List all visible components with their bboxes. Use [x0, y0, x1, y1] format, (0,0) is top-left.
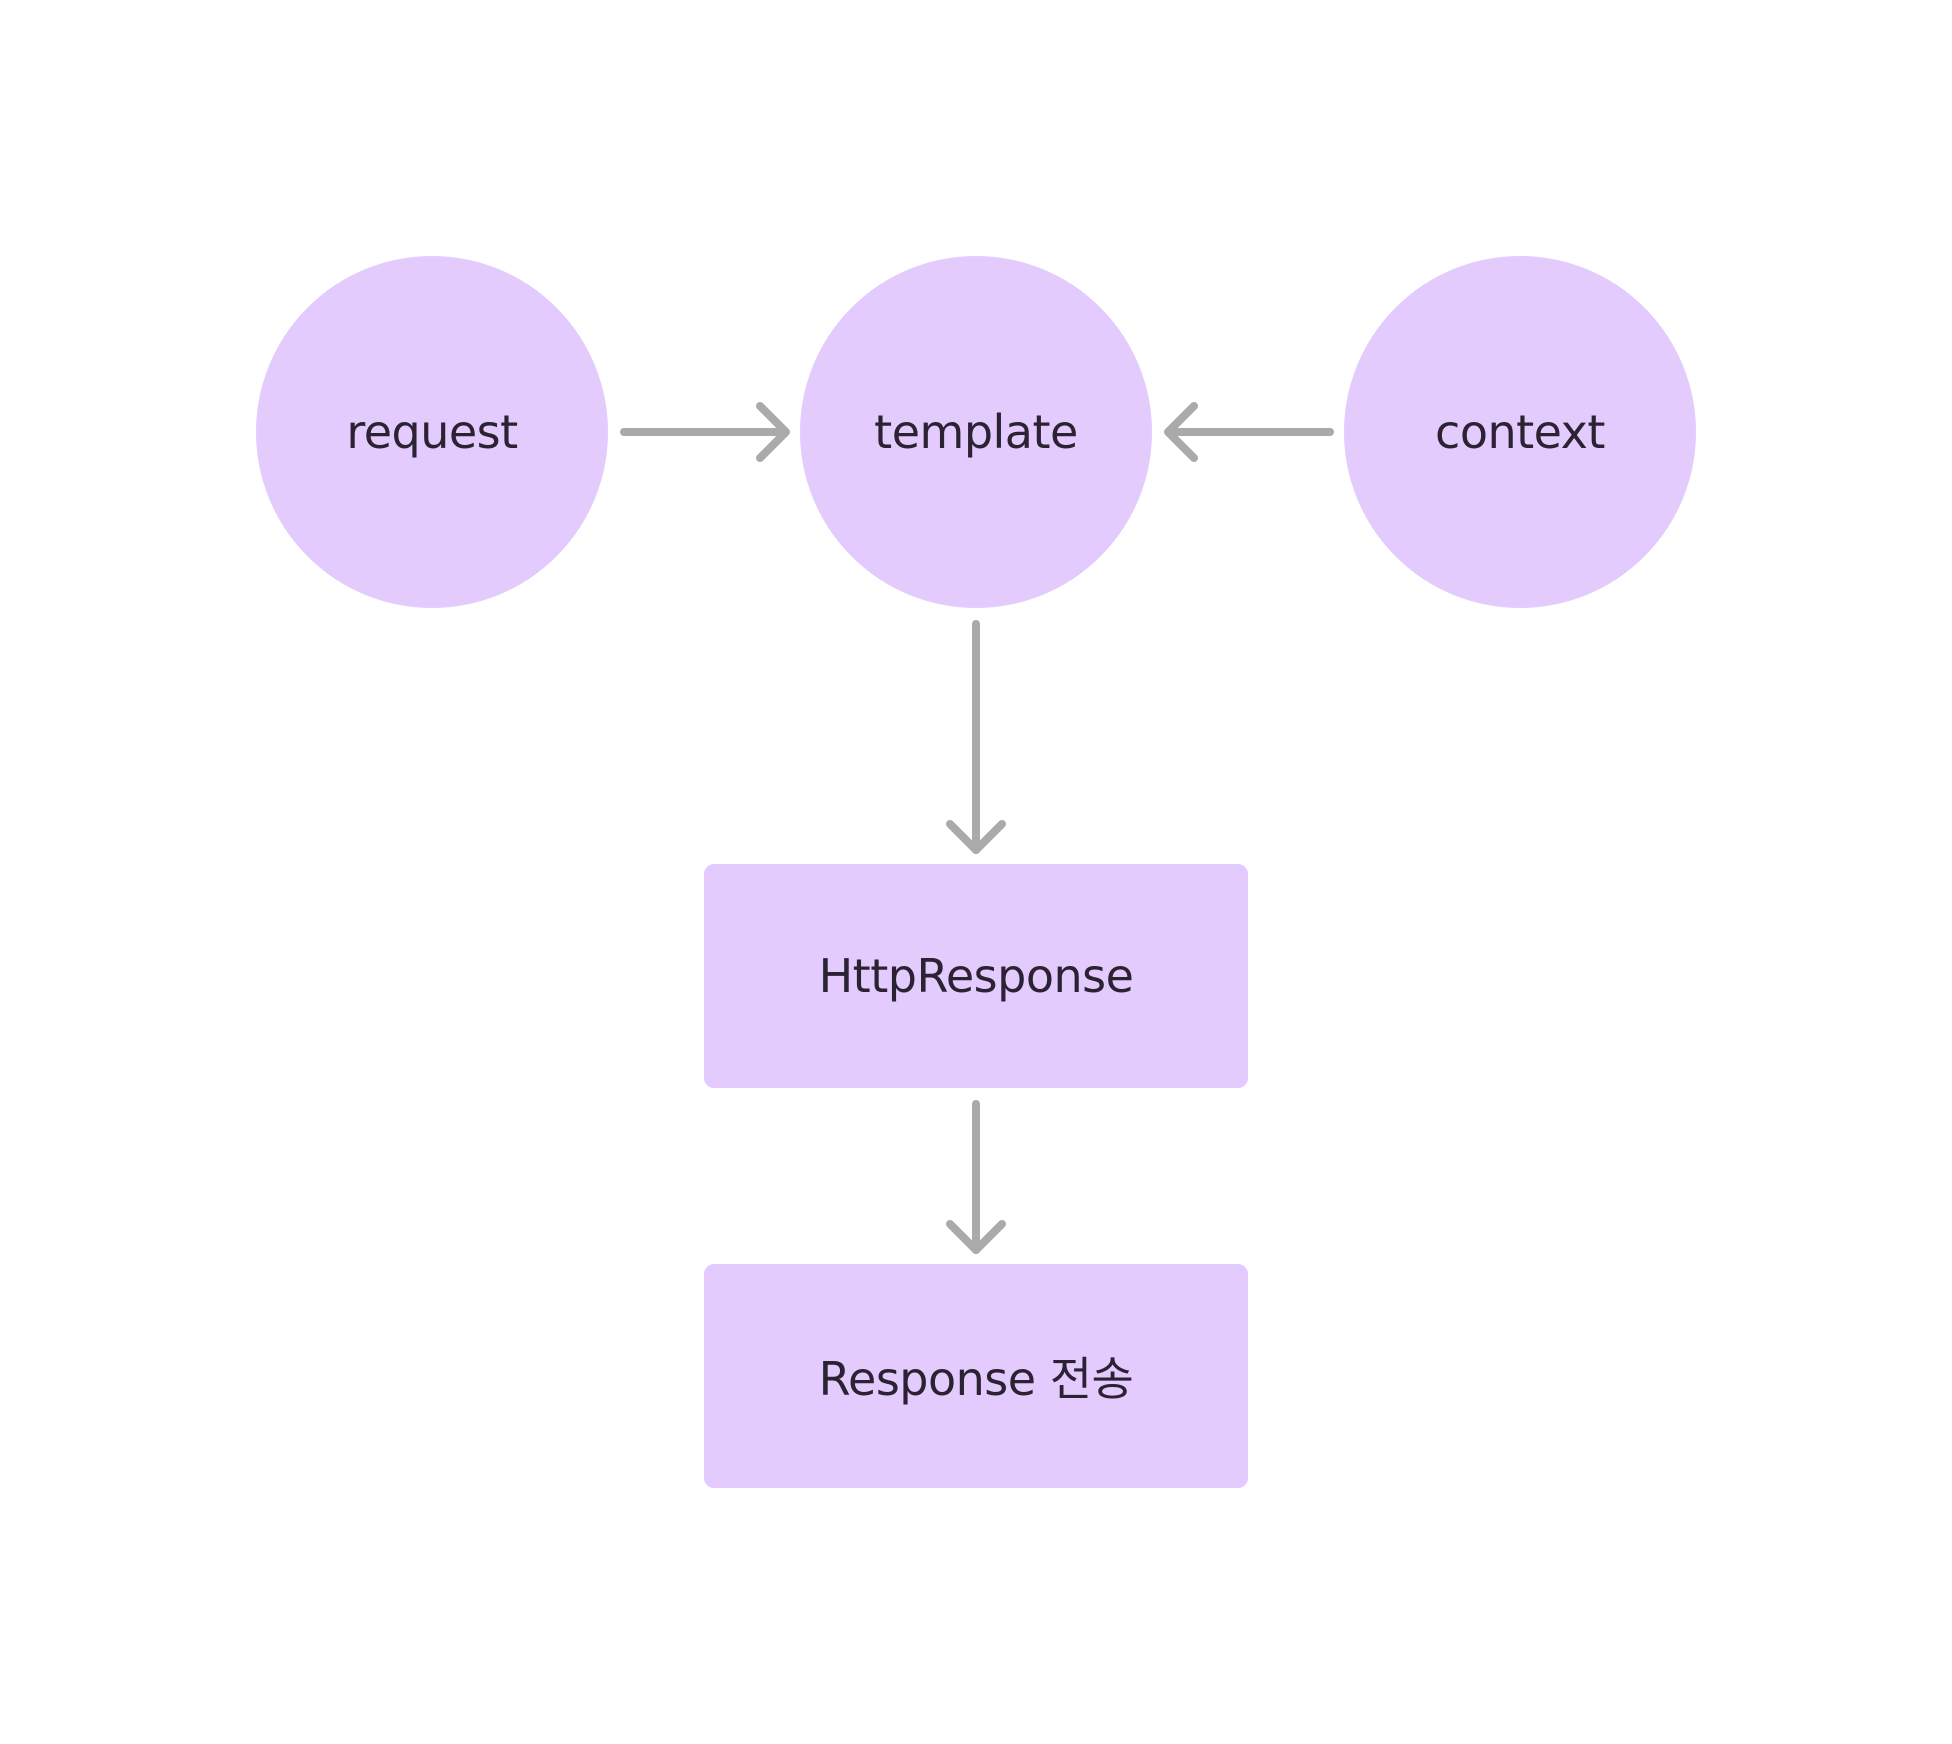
node-httpresponse-label: HttpResponse: [818, 949, 1134, 1003]
node-response-send-label: Response 전송: [818, 1352, 1134, 1406]
node-template-label: template: [874, 405, 1078, 459]
node-request: request: [256, 256, 608, 608]
node-httpresponse: HttpResponse: [704, 864, 1248, 1088]
arrow-context-to-template: [1164, 402, 1334, 462]
node-template: template: [800, 256, 1152, 608]
node-context-label: context: [1435, 405, 1605, 459]
node-response-send: Response 전송: [704, 1264, 1248, 1488]
arrow-httpresponse-to-send: [946, 1100, 1006, 1254]
node-context: context: [1344, 256, 1696, 608]
arrow-template-to-httpresponse: [946, 620, 1006, 854]
arrow-request-to-template: [620, 402, 790, 462]
node-request-label: request: [346, 405, 518, 459]
